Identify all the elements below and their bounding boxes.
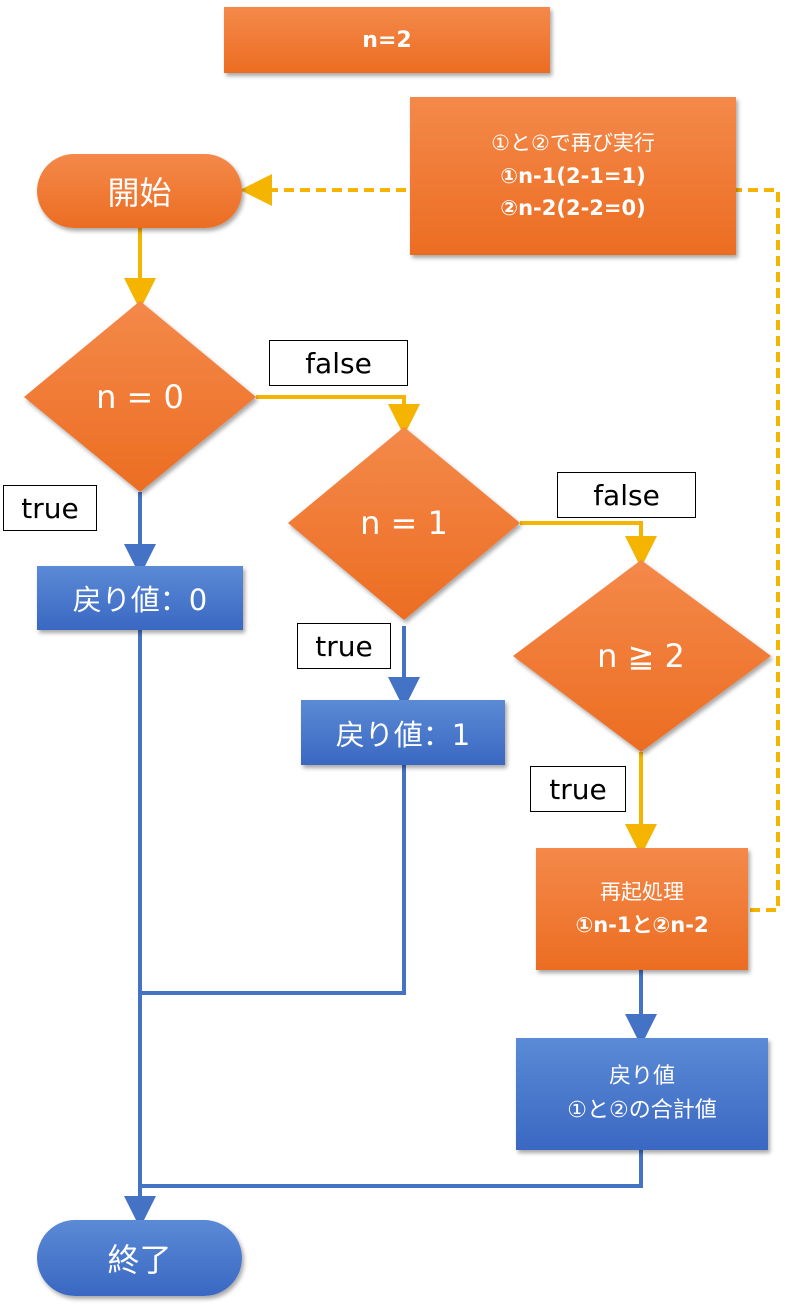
n-value-label: n=2 [362, 27, 412, 53]
return-0-label: 戻り値：0 [72, 583, 208, 617]
sum-return-box: 戻り値 ①と②の合計値 [516, 1038, 768, 1150]
sum-line-2: ①と②の合計値 [567, 1098, 717, 1123]
false-label-2: false [557, 472, 696, 518]
recursion-box: 再起処理 ①n-1と②n-2 [536, 848, 748, 970]
start-terminal: 開始 [37, 154, 242, 228]
true-label-0: true [3, 485, 97, 531]
sum-line-1: 戻り値 [608, 1063, 675, 1089]
decision-n-ge-2-label: n ≧ 2 [597, 637, 685, 675]
rerun-line-2: ①n-1(2-1=1) [500, 163, 646, 188]
rerun-line-1: ①と②で再び実行 [491, 131, 655, 156]
edge-sum-merge [140, 1150, 643, 1188]
rerun-line-3: ②n-2(2-2=0) [500, 196, 646, 221]
return-1-label: 戻り値：1 [335, 717, 471, 752]
edge-d0-false [256, 395, 420, 436]
edge-d1-false [520, 521, 657, 568]
decision-n-ge-2 [513, 560, 771, 752]
return-0-box: 戻り値：0 [37, 566, 243, 630]
decision-n-eq-0-label: n = 0 [96, 378, 184, 416]
start-label: 開始 [107, 174, 172, 212]
end-label: 終了 [107, 1241, 172, 1279]
false-label-1: false [269, 340, 408, 386]
true-label-1: true [297, 623, 391, 669]
end-terminal: 終了 [37, 1220, 242, 1296]
decision-n-eq-1-label: n = 1 [360, 504, 448, 542]
decision-n-eq-0 [24, 301, 256, 492]
rerun-box: ①と②で再び実行 ①n-1(2-1=1) ②n-2(2-2=0) [410, 97, 736, 255]
recursion-line-2: ①n-1と②n-2 [575, 913, 709, 937]
return-1-box: 戻り値：1 [301, 700, 505, 765]
decision-n-eq-1 [288, 427, 520, 620]
recursion-line-1: 再起処理 [600, 880, 684, 905]
edge-return1-merge [140, 765, 406, 995]
true-label-2: true [530, 766, 626, 812]
n-value-box: n=2 [224, 7, 550, 73]
